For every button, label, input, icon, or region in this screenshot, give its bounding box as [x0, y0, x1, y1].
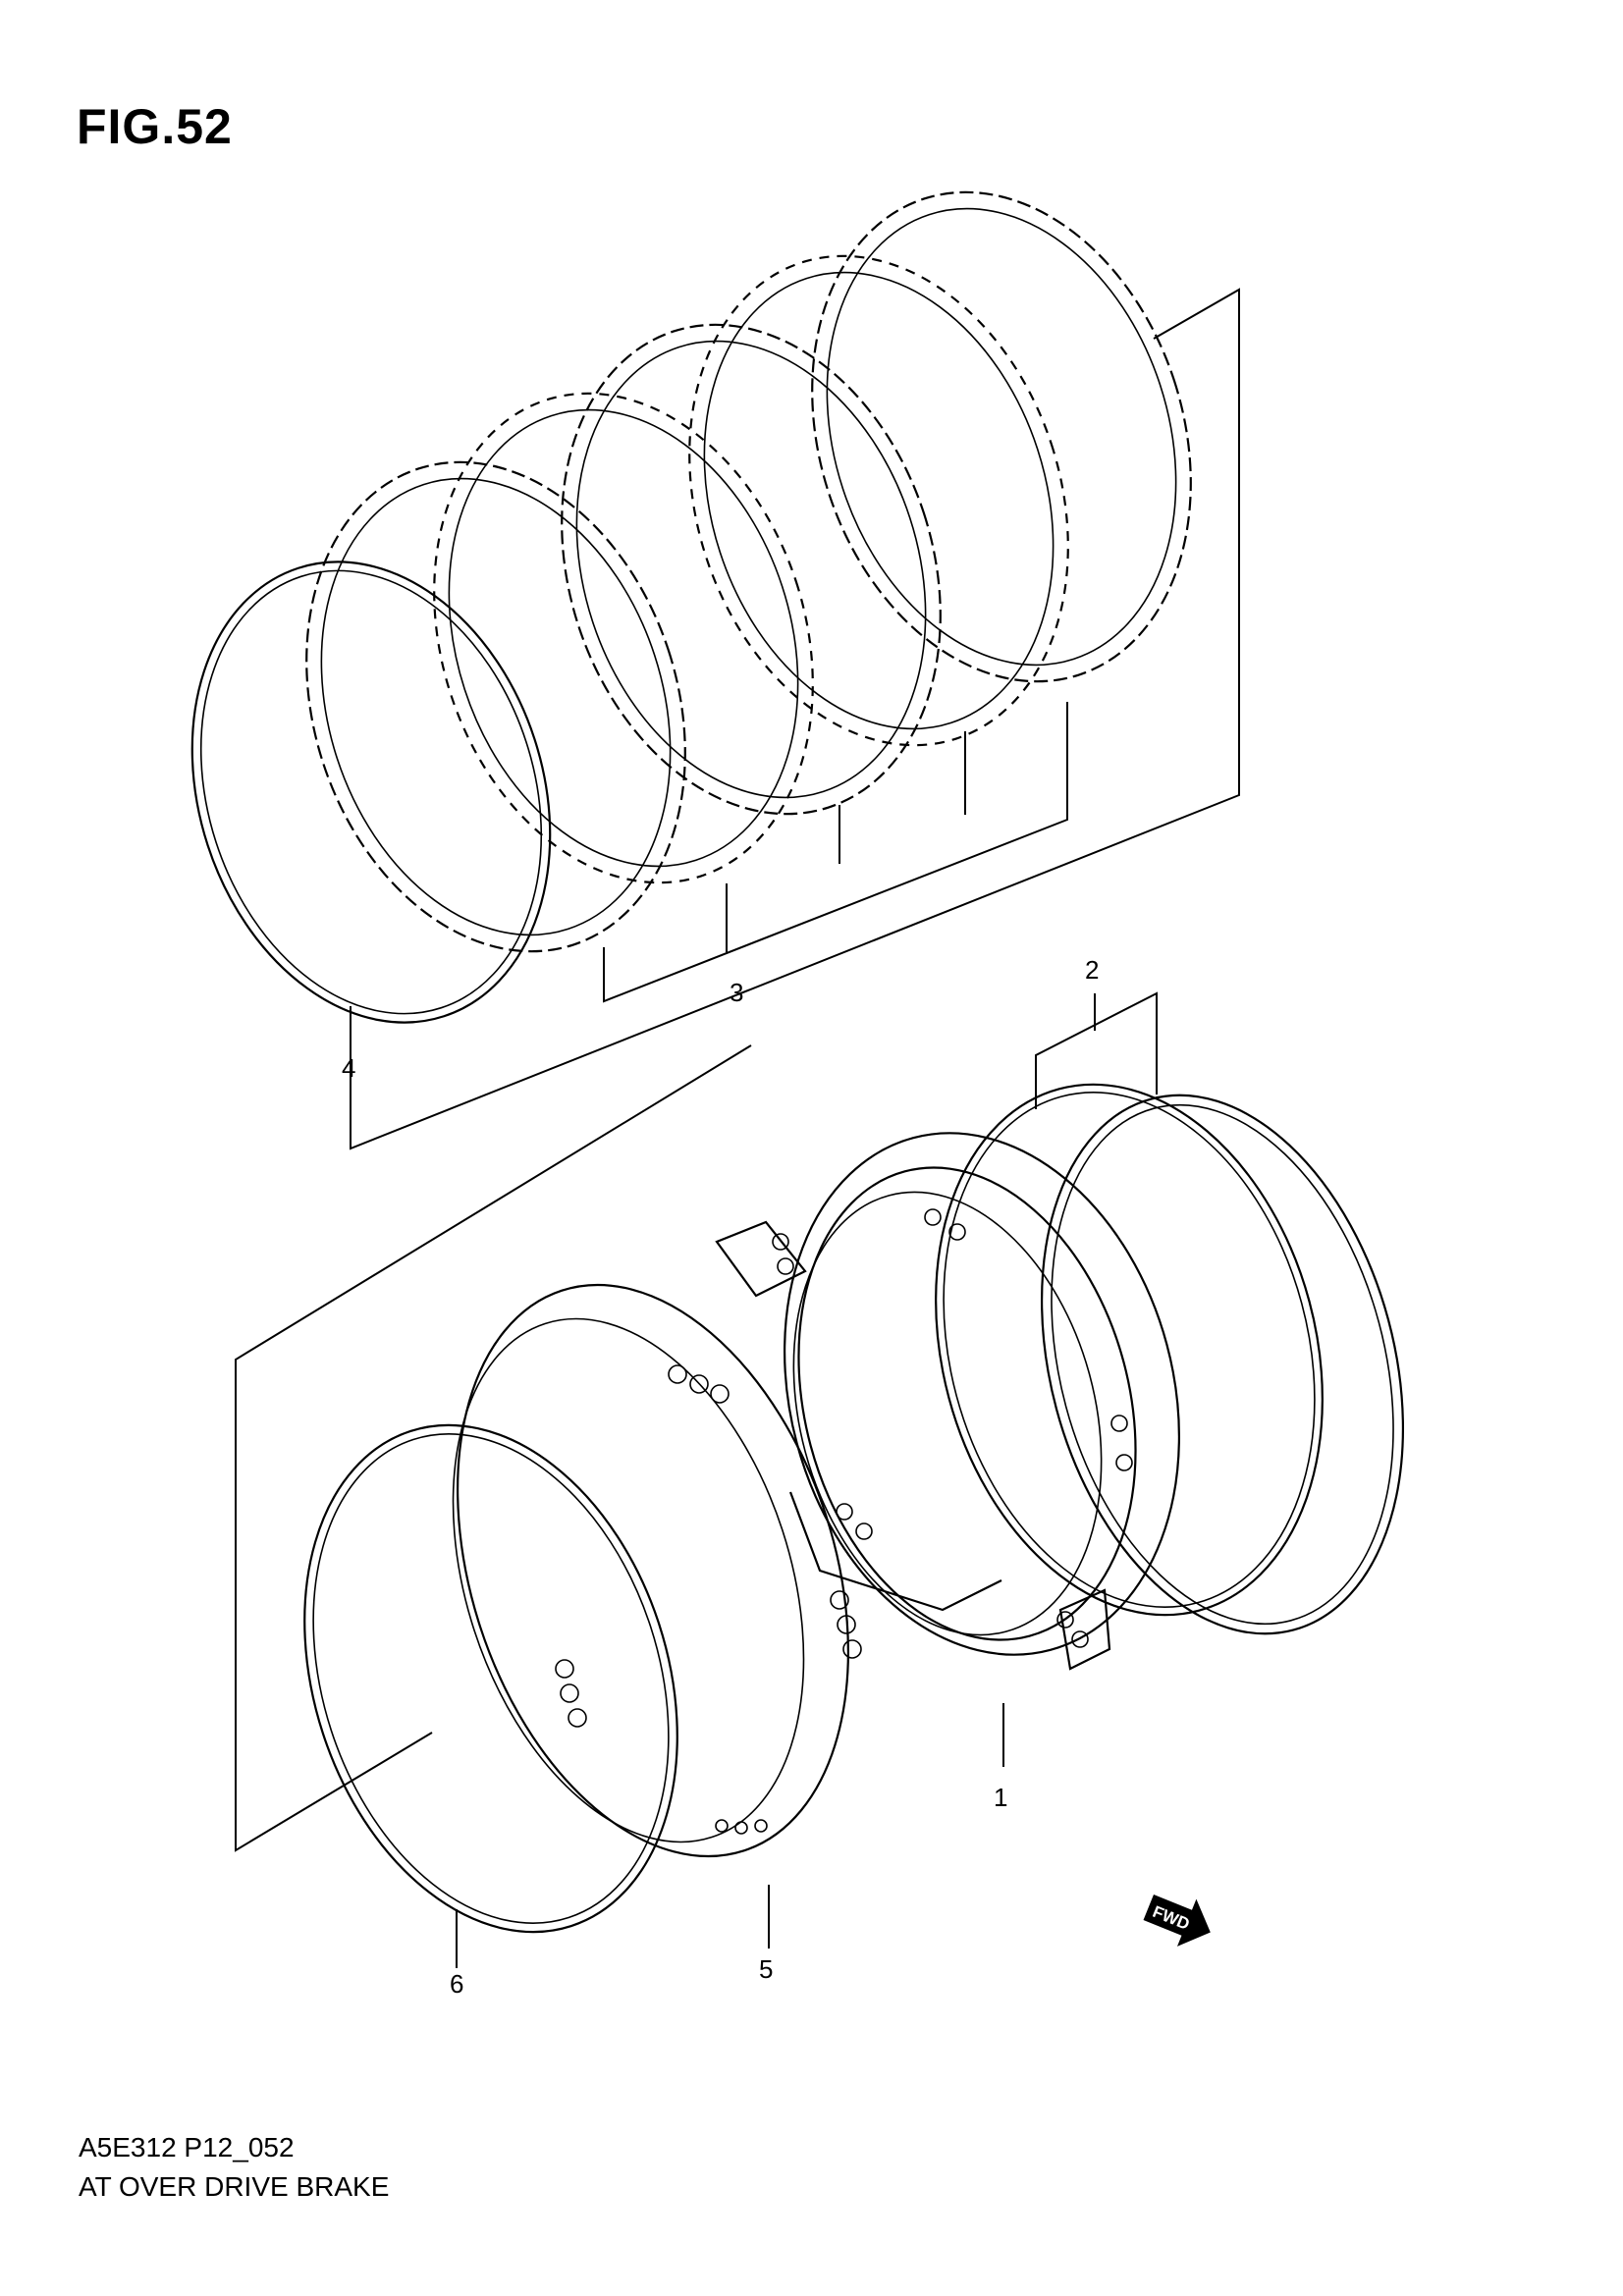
- clutch-plate-3: [561, 323, 942, 816]
- callout-3: 3: [730, 978, 743, 1007]
- callout-4: 4: [342, 1053, 355, 1083]
- snap-ring-upper: [190, 561, 552, 1024]
- fwd-arrow-icon: FWD: [1143, 1895, 1211, 1947]
- diagram-code: A5E312 P12_052: [79, 2132, 295, 2163]
- clutch-plate-1: [305, 460, 686, 953]
- clutch-plate-4: [688, 254, 1069, 747]
- brake-piston-outer-ring: [1040, 1094, 1405, 1635]
- diagram-caption: AT OVER DRIVE BRAKE: [79, 2171, 390, 2202]
- snap-ring-lower: [303, 1423, 678, 1934]
- callout-1: 1: [994, 1783, 1007, 1812]
- callout-2: 2: [1085, 955, 1099, 985]
- clutch-plate-2: [433, 392, 814, 884]
- return-spring-retainer-5: [452, 1283, 862, 1858]
- callout-5: 5: [759, 1954, 773, 1984]
- clutch-plate-5: [811, 190, 1192, 683]
- brake-cylinder-1: [715, 1132, 1181, 1671]
- figure-title: FIG.52: [77, 99, 233, 154]
- o-ring-2: [935, 1083, 1324, 1617]
- callout-6: 6: [450, 1969, 463, 1999]
